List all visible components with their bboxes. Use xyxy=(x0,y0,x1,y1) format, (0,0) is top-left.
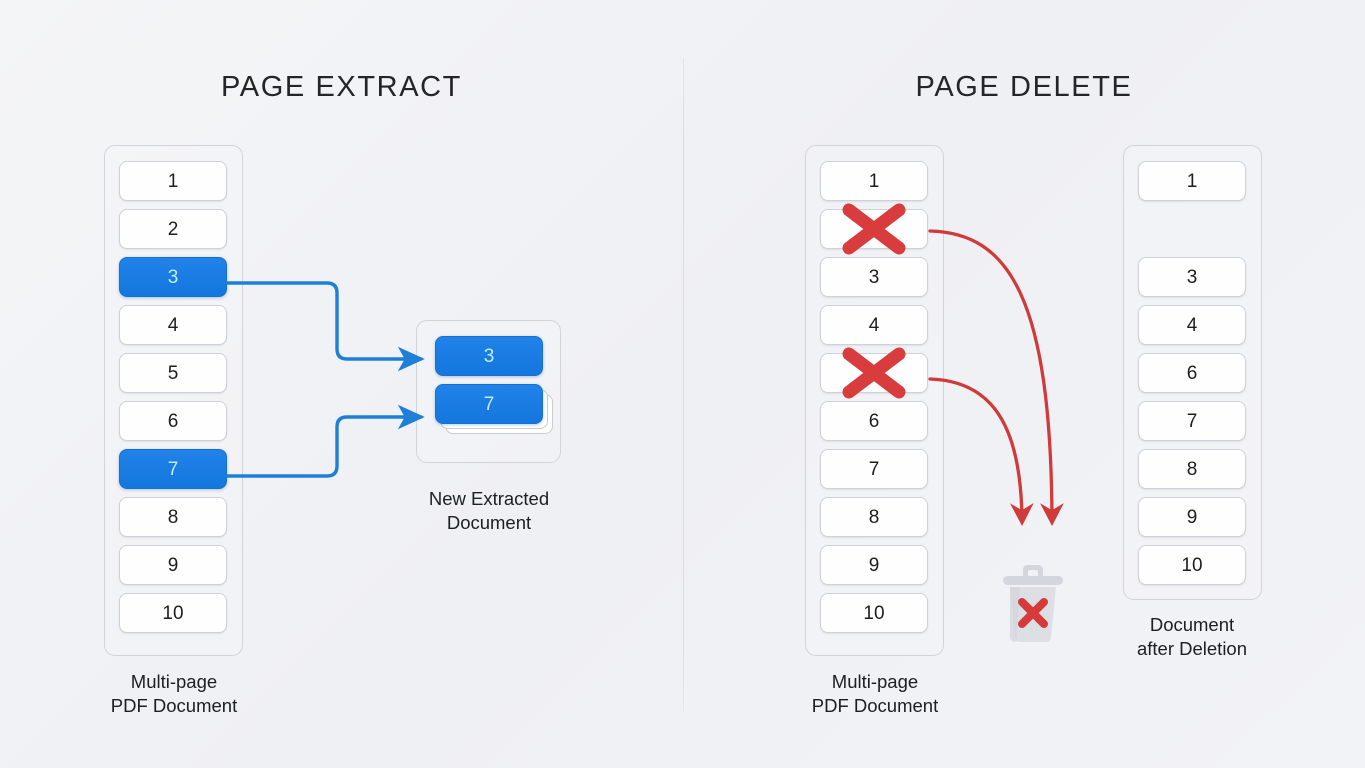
delete-source-document: 1 3 4 6 7 8 9 10 xyxy=(805,145,944,656)
page-title-extract: PAGE EXTRACT xyxy=(220,71,463,103)
page-thumbnail[interactable]: 8 xyxy=(119,497,227,537)
page-number-label: 6 xyxy=(868,410,880,432)
delete-source-caption: Multi-page PDF Document xyxy=(811,671,939,716)
page-number-label: 10 xyxy=(863,602,885,624)
page-thumbnail[interactable]: 1 xyxy=(119,161,227,201)
page-number-label: 6 xyxy=(167,410,179,432)
page-thumbnail-selected[interactable]: 7 xyxy=(435,384,543,424)
page-thumbnail[interactable]: 7 xyxy=(1138,401,1246,441)
x-mark-icon xyxy=(1018,598,1048,628)
page-number-label: 7 xyxy=(1186,410,1198,432)
x-mark-icon xyxy=(838,345,910,401)
extract-source-document: 1 2 3 4 5 6 7 8 9 10 xyxy=(104,145,243,656)
page-thumbnail[interactable]: 6 xyxy=(820,401,928,441)
page-number-label: 5 xyxy=(167,362,179,384)
page-number-label: 4 xyxy=(167,314,179,336)
page-number-label: 10 xyxy=(1181,554,1203,576)
extract-source-caption: Multi-page PDF Document xyxy=(110,671,238,716)
page-thumbnail-selected[interactable]: 3 xyxy=(435,336,543,376)
connector-page-7 xyxy=(224,404,425,478)
page-number-label: 3 xyxy=(868,266,880,288)
page-number-label: 3 xyxy=(1186,266,1198,288)
page-number-label: 3 xyxy=(167,266,179,288)
page-list: 1 2 3 4 5 6 7 8 9 10 xyxy=(105,146,242,655)
page-thumbnail[interactable]: 8 xyxy=(1138,449,1246,489)
page-number-label: 8 xyxy=(868,506,880,528)
page-thumbnail[interactable]: 4 xyxy=(820,305,928,345)
page-number-label: 8 xyxy=(167,506,179,528)
extracted-document-caption: New Extracted Document xyxy=(428,488,550,533)
page-number-label: 9 xyxy=(167,554,179,576)
page-number-label: 1 xyxy=(167,170,179,192)
page-thumbnail[interactable]: 7 xyxy=(820,449,928,489)
page-thumbnail[interactable]: 9 xyxy=(119,545,227,585)
page-number-label: 7 xyxy=(167,458,179,480)
document-after-deletion: 1 3 4 6 7 8 9 10 xyxy=(1123,145,1262,600)
page-thumbnail[interactable]: 6 xyxy=(119,401,227,441)
page-number-label: 6 xyxy=(1186,362,1198,384)
page-list: 1 3 4 6 7 8 9 10 xyxy=(806,146,943,655)
document-after-deletion-caption: Document after Deletion xyxy=(1136,614,1248,659)
page-number-label: 4 xyxy=(868,314,880,336)
trash-can-icon xyxy=(997,562,1069,644)
page-number-label: 3 xyxy=(483,345,495,367)
page-list: 1 3 4 6 7 8 9 10 xyxy=(1124,146,1261,599)
page-thumbnail[interactable]: 4 xyxy=(1138,305,1246,345)
page-number-label: 8 xyxy=(1186,458,1198,480)
page-thumbnail[interactable]: 8 xyxy=(820,497,928,537)
page-thumbnail[interactable]: 3 xyxy=(1138,257,1246,297)
connector-page-3 xyxy=(224,281,425,372)
page-number-label: 1 xyxy=(868,170,880,192)
page-thumbnail[interactable]: 4 xyxy=(119,305,227,345)
page-thumbnail-selected[interactable]: 3 xyxy=(119,257,227,297)
page-slot-empty xyxy=(1138,209,1246,249)
page-number-label: 7 xyxy=(483,393,495,415)
page-thumbnail[interactable]: 6 xyxy=(1138,353,1246,393)
page-thumbnail[interactable]: 1 xyxy=(1138,161,1246,201)
page-thumbnail[interactable]: 5 xyxy=(119,353,227,393)
page-number-label: 10 xyxy=(162,602,184,624)
page-thumbnail[interactable]: 9 xyxy=(1138,497,1246,537)
page-title-delete: PAGE DELETE xyxy=(915,71,1133,103)
page-number-label: 9 xyxy=(868,554,880,576)
page-thumbnail[interactable]: 1 xyxy=(820,161,928,201)
page-number-label: 4 xyxy=(1186,314,1198,336)
page-number-label: 2 xyxy=(167,218,179,240)
page-thumbnail[interactable]: 3 xyxy=(820,257,928,297)
page-thumbnail-selected[interactable]: 7 xyxy=(119,449,227,489)
page-number-label: 7 xyxy=(868,458,880,480)
page-thumbnail[interactable]: 9 xyxy=(820,545,928,585)
page-number-label: 9 xyxy=(1186,506,1198,528)
delete-arrow-page-2 xyxy=(928,229,1064,526)
page-thumbnail[interactable]: 10 xyxy=(820,593,928,633)
page-number-label: 1 xyxy=(1186,170,1198,192)
x-mark-icon xyxy=(838,201,910,257)
page-thumbnail[interactable]: 2 xyxy=(119,209,227,249)
page-thumbnail[interactable]: 10 xyxy=(119,593,227,633)
page-thumbnail[interactable]: 10 xyxy=(1138,545,1246,585)
panel-divider xyxy=(683,58,684,712)
